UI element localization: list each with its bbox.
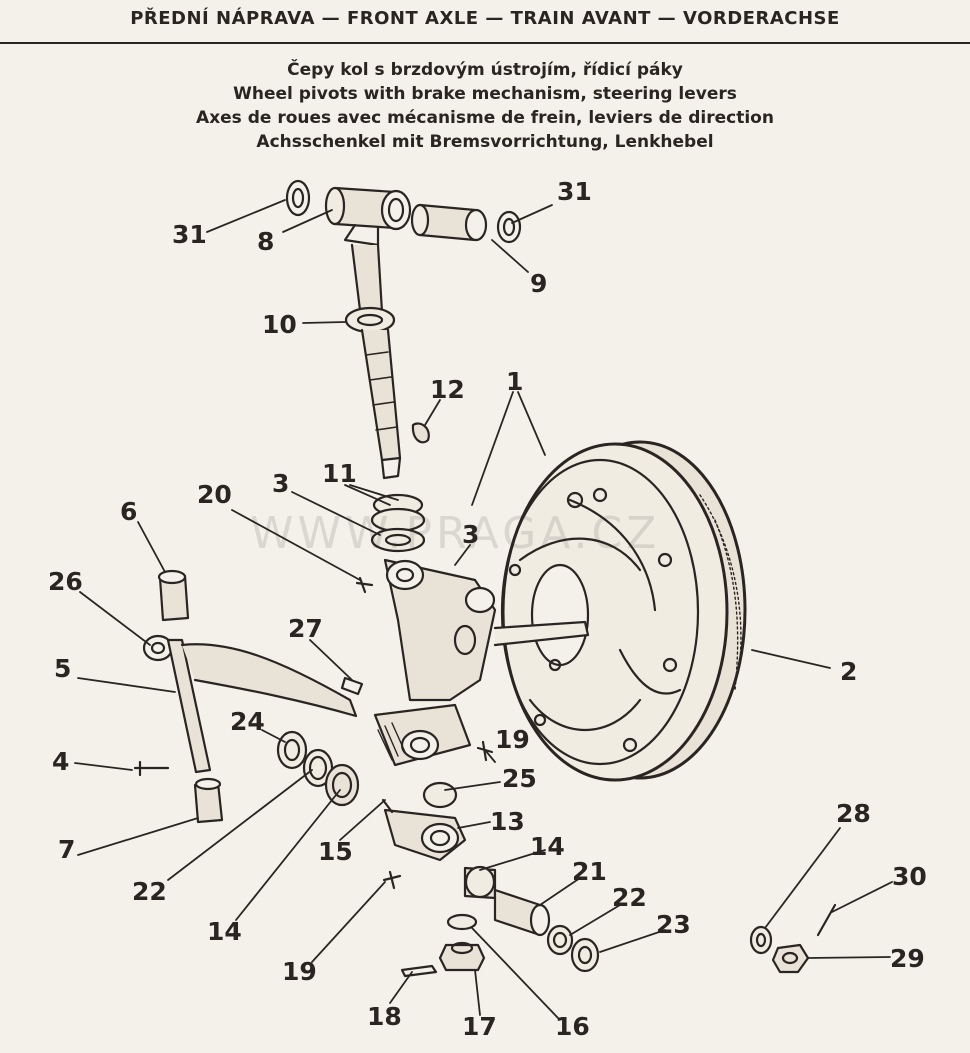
label-7: 7 [58, 835, 75, 864]
caption-french: Axes de roues avec mécanisme de frein, l… [196, 108, 774, 128]
part-labels: 31 8 31 9 10 12 1 11 3 20 3 6 26 27 5 2 … [48, 177, 927, 1041]
label-21: 21 [572, 857, 607, 886]
label-14-left: 14 [207, 917, 242, 946]
screw-19-lower [382, 870, 402, 890]
label-3-upper: 3 [272, 469, 289, 498]
label-16: 16 [555, 1012, 590, 1041]
castle-nut-assembly [400, 913, 486, 978]
label-18: 18 [367, 1002, 402, 1031]
label-27: 27 [288, 614, 323, 643]
label-25: 25 [502, 764, 537, 793]
label-2: 2 [840, 657, 857, 686]
label-28: 28 [836, 799, 871, 828]
label-19-upper: 19 [495, 725, 530, 754]
bushing-stack-right [463, 865, 600, 973]
caption-german: Achsschenkel mit Bremsvorrichtung, Lenkh… [256, 132, 714, 152]
label-3-lower: 3 [462, 520, 479, 549]
caption-english: Wheel pivots with brake mechanism, steer… [233, 84, 737, 104]
label-26: 26 [48, 567, 83, 596]
small-parts-right [749, 903, 837, 974]
label-8: 8 [257, 227, 274, 256]
label-12: 12 [430, 375, 465, 404]
thrust-washers [370, 493, 426, 553]
label-20: 20 [197, 480, 232, 509]
page-title: PŘEDNÍ NÁPRAVA — FRONT AXLE — TRAIN AVAN… [130, 8, 840, 29]
label-24: 24 [230, 707, 265, 736]
label-10: 10 [262, 310, 297, 339]
label-30: 30 [892, 862, 927, 891]
label-14-right: 14 [530, 832, 565, 861]
label-19-lower: 19 [282, 957, 317, 986]
lower-pivot-housing [381, 781, 467, 862]
label-31-left: 31 [172, 220, 207, 249]
woodruff-key [411, 422, 430, 444]
diagram-captions: Čepy kol s brzdovým ústrojím, řídicí pák… [0, 58, 970, 154]
label-23: 23 [656, 910, 691, 939]
label-22-right: 22 [612, 883, 647, 912]
label-31-right: 31 [557, 177, 592, 206]
seals-and-bearing-left [276, 730, 360, 807]
upper-pivot-assembly [285, 179, 522, 480]
caption-czech: Čepy kol s brzdovým ústrojím, řídicí pák… [287, 60, 683, 80]
label-11: 11 [322, 459, 357, 488]
steering-knuckle [373, 558, 590, 767]
label-17: 17 [462, 1012, 497, 1041]
label-6: 6 [120, 497, 137, 526]
watermark-text: WWW.PRAGA.CZ [250, 508, 660, 559]
brake-drum [500, 440, 747, 782]
label-22-left: 22 [132, 877, 167, 906]
page-header: PŘEDNÍ NÁPRAVA — FRONT AXLE — TRAIN AVAN… [0, 0, 970, 44]
label-15: 15 [318, 837, 353, 866]
leader-lines [74, 199, 893, 1019]
label-29: 29 [890, 944, 925, 973]
label-1: 1 [506, 367, 523, 396]
label-9: 9 [530, 269, 547, 298]
label-4: 4 [52, 747, 69, 776]
label-13: 13 [490, 807, 525, 836]
label-5: 5 [54, 654, 71, 683]
steering-lever-assembly [133, 569, 364, 824]
